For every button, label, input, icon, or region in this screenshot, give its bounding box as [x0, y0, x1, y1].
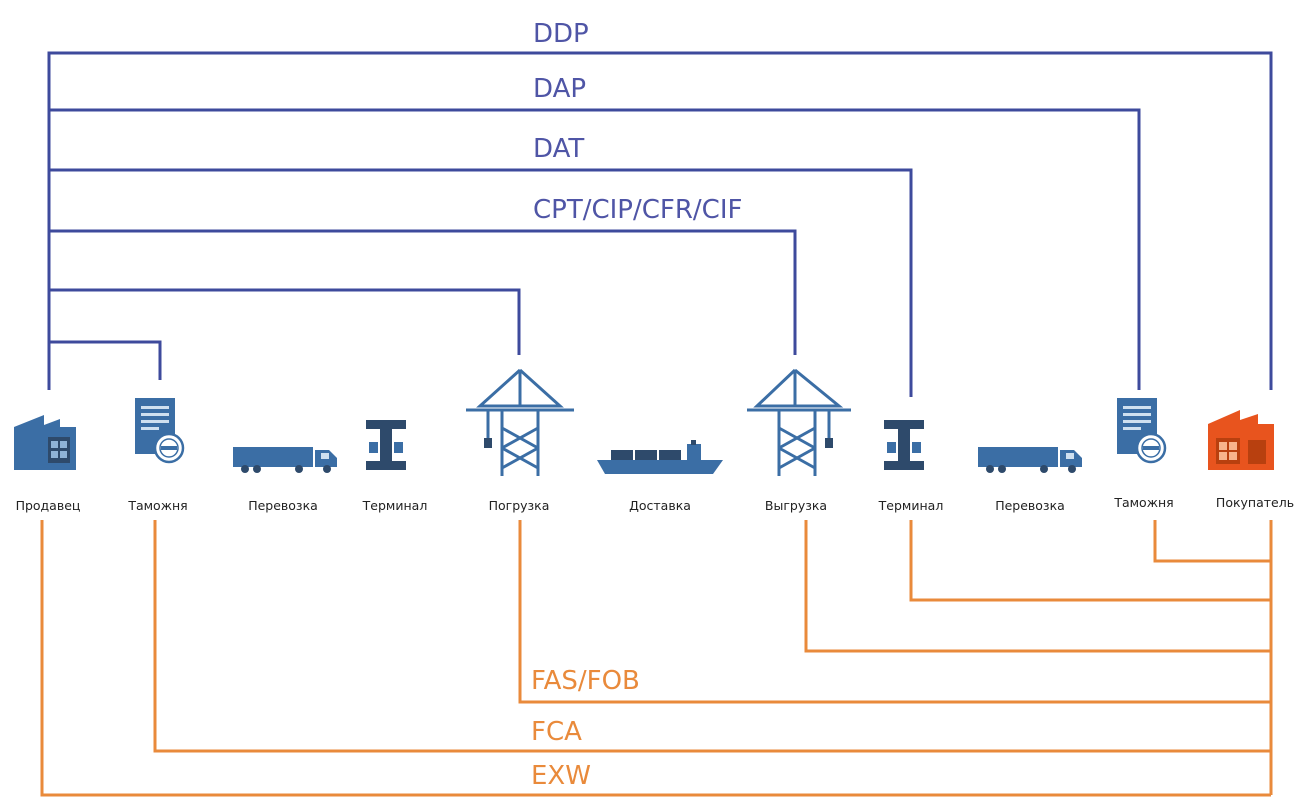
seller-responsibility-lines: [47, 51, 1273, 397]
truck-icon: [233, 447, 337, 473]
node-label-carriage-origin: Перевозка: [248, 498, 318, 513]
ddp-line: [47, 51, 1273, 390]
term-label-ddp: DDP: [533, 19, 589, 49]
unloading-crane-icon: [747, 368, 851, 476]
node-labels: Продавец Таможня Перевозка Терминал Погр…: [16, 495, 1295, 513]
customs-document-icon: [135, 398, 185, 464]
node-label-customs-destination: Таможня: [1113, 495, 1173, 510]
customs-document-icon: [1117, 398, 1167, 464]
node-label-customs-origin: Таможня: [127, 498, 187, 513]
node-label-unloading: Выгрузка: [765, 498, 827, 513]
term-label-dap: DAP: [533, 74, 586, 104]
term-label-dat: DAT: [533, 134, 584, 164]
node-label-seller: Продавец: [16, 498, 81, 513]
node-label-terminal-destination: Терминал: [878, 498, 944, 513]
buyer-from-unloading-line: [804, 520, 1271, 653]
exw-line: [40, 520, 1271, 797]
fca-line: [153, 520, 1271, 753]
term-label-exw: EXW: [531, 761, 591, 791]
node-label-loading: Погрузка: [489, 498, 550, 513]
term-label-fca: FCA: [531, 717, 582, 747]
cpt-cip-cfr-cif-line: [49, 229, 797, 355]
loading-crane-icon: [466, 368, 574, 476]
terminal-icon: [366, 420, 406, 470]
ship-icon: [597, 440, 723, 474]
node-label-buyer: Покупатель: [1216, 495, 1294, 510]
truck-icon: [978, 447, 1082, 473]
seller-to-loading-line: [49, 288, 521, 355]
buyer-responsibility-lines: [40, 520, 1273, 797]
dap-line: [49, 108, 1141, 390]
seller-to-customs-line: [49, 340, 162, 380]
terminal-icon: [884, 420, 924, 470]
dat-line: [49, 168, 913, 397]
warehouse-icon: [14, 415, 76, 470]
buyer-warehouse-icon: [1208, 410, 1274, 470]
node-label-terminal-origin: Терминал: [362, 498, 428, 513]
buyer-from-terminal-line: [909, 520, 1271, 602]
fas-fob-line: [518, 520, 1271, 704]
buyer-from-customs-line: [1153, 520, 1271, 563]
term-label-fas-fob: FAS/FOB: [531, 666, 640, 696]
term-label-cpt-cip-cfr-cif: CPT/CIP/CFR/CIF: [533, 195, 742, 225]
node-label-carriage-destination: Перевозка: [995, 498, 1065, 513]
node-label-delivery: Доставка: [629, 498, 691, 513]
